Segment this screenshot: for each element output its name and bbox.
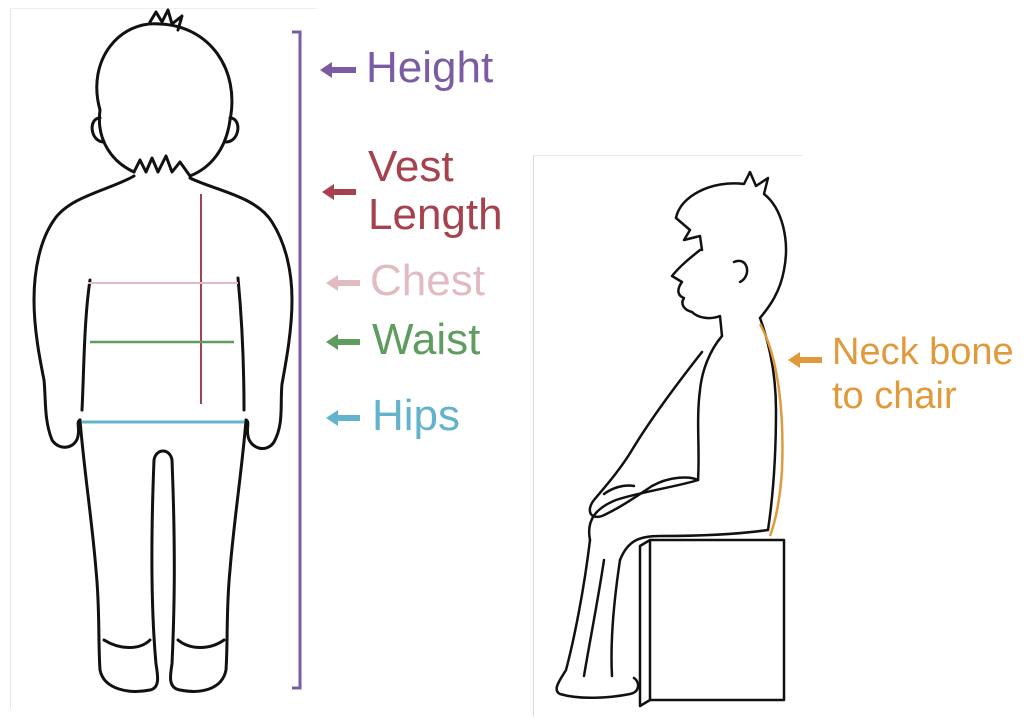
left-arrow-icon [788, 352, 822, 368]
left-arrow-icon [326, 275, 360, 291]
child-back-view-illustration [34, 10, 292, 691]
waist-label: Waist [372, 316, 480, 364]
left-arrow-icon [322, 184, 356, 200]
height-bracket [292, 32, 300, 688]
neck-to-chair-label: Neck bone to chair [832, 330, 1014, 418]
seated-child-side-view-illustration [557, 172, 786, 706]
hips-label: Hips [372, 392, 460, 440]
left-arrow-icon [326, 410, 360, 426]
left-arrow-icon [326, 334, 360, 350]
left-arrow-icon [320, 62, 356, 78]
chest-label: Chest [370, 257, 485, 305]
vest-length-label: Vest Length [368, 143, 503, 239]
height-label: Height [366, 44, 493, 92]
